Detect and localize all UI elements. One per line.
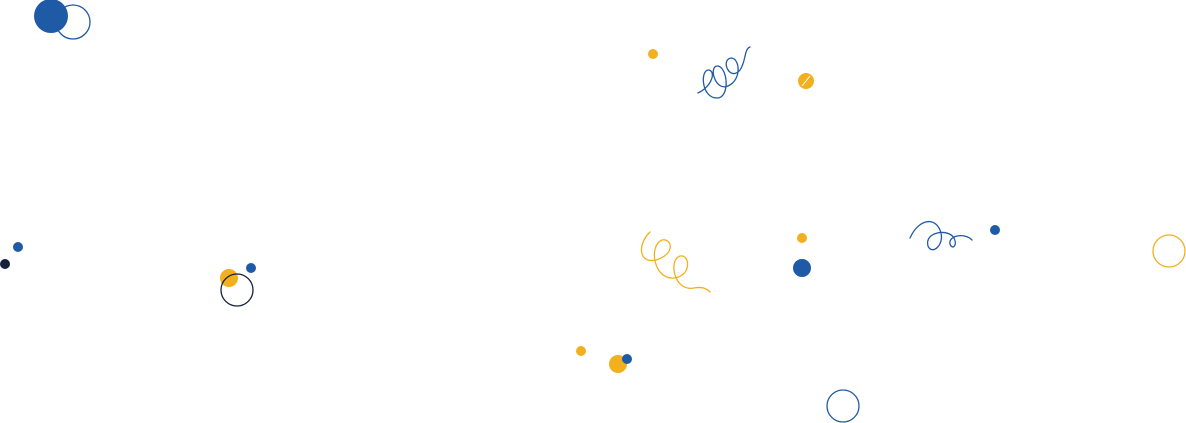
- navy-ring-icon: [220, 273, 254, 307]
- small-yellow-dot-icon: [797, 233, 807, 243]
- large-blue-dot-icon: [34, 0, 68, 33]
- yellow-squiggle-icon: [640, 231, 711, 293]
- small-yellow-dot-icon: [576, 346, 586, 356]
- blue-dot-icon: [622, 354, 632, 364]
- yellow-dot-stroke-icon: [801, 75, 811, 87]
- blue-ring-icon: [55, 4, 91, 40]
- yellow-ring-icon: [1152, 234, 1186, 268]
- navy-dot-icon: [0, 259, 10, 269]
- small-yellow-dot-icon: [648, 49, 658, 59]
- yellow-dot-icon: [220, 269, 238, 287]
- blue-ring-icon: [826, 389, 860, 423]
- blue-dot-icon: [246, 263, 256, 273]
- blue-dot-icon: [13, 242, 23, 252]
- blue-dot-icon: [990, 225, 1000, 235]
- blue-squiggle-icon: [697, 46, 751, 99]
- blue-squiggle-icon: [909, 220, 973, 251]
- blue-dot-icon: [793, 259, 811, 277]
